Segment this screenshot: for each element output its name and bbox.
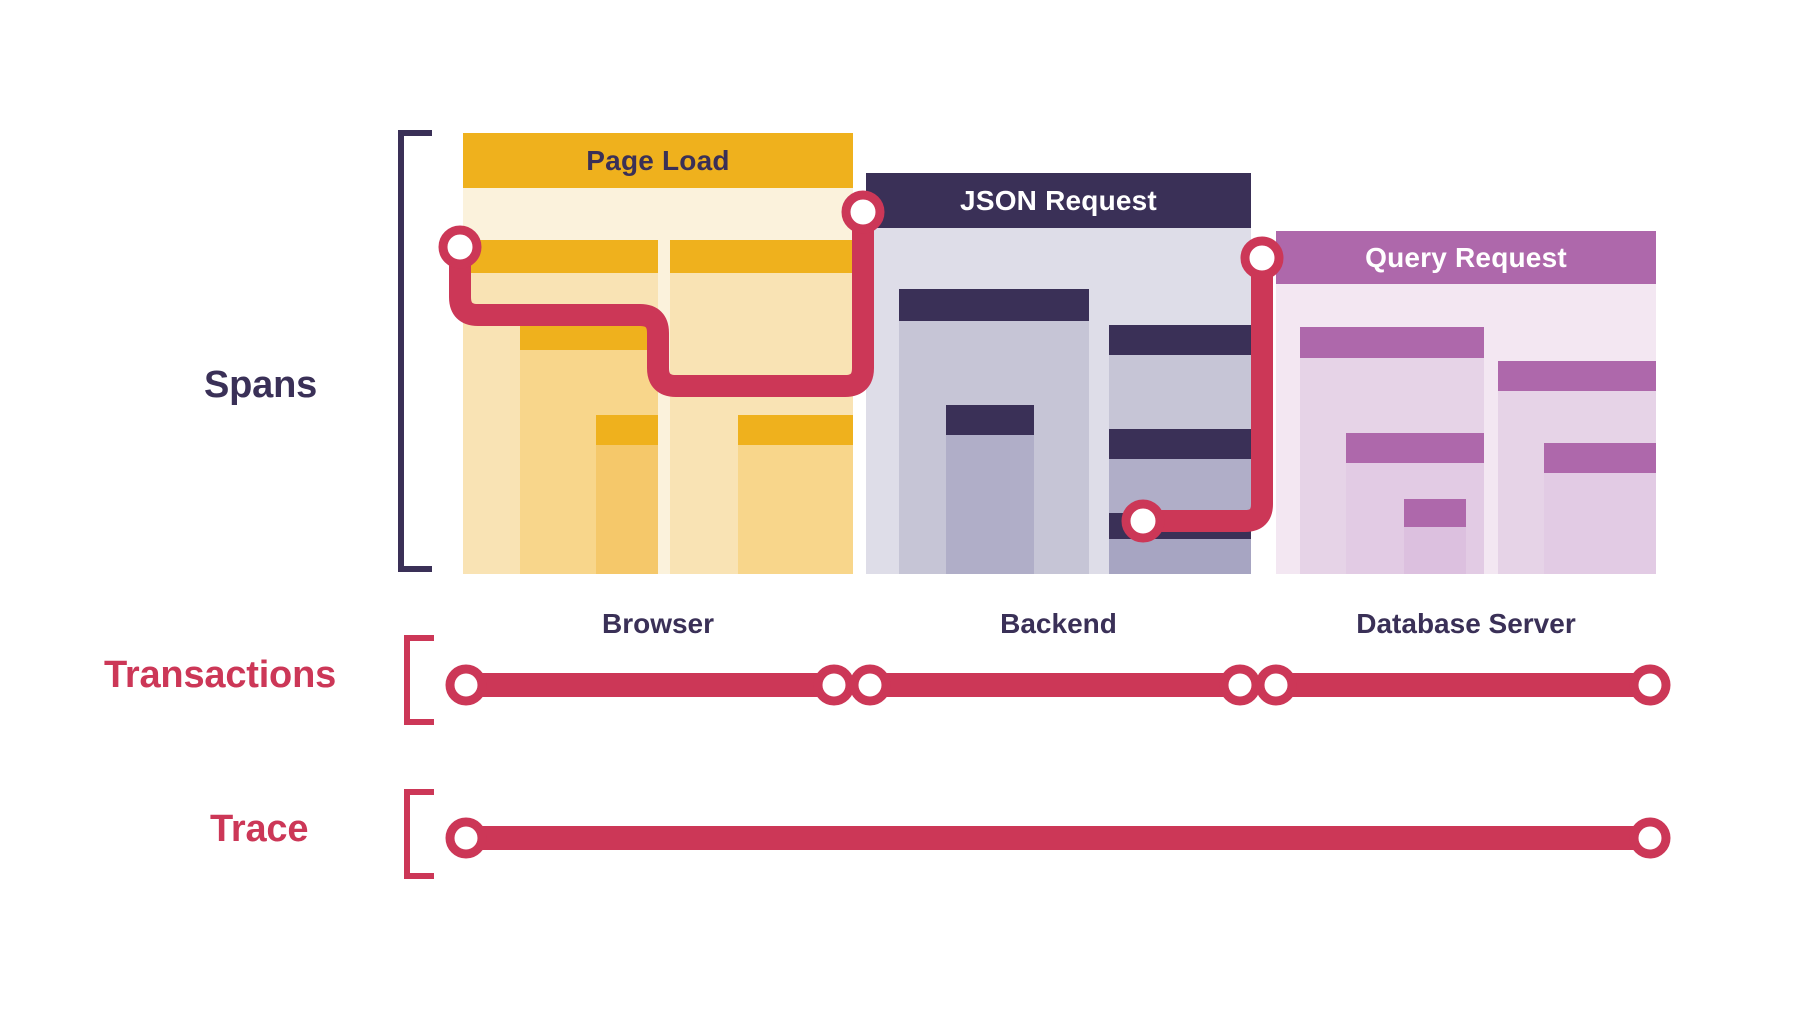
span-cap xyxy=(1498,361,1656,391)
span-cap xyxy=(1109,429,1251,459)
service-browser-header-label: Page Load xyxy=(586,145,730,176)
span-cap xyxy=(596,415,658,445)
span-backend-grandchild-a xyxy=(946,405,1034,574)
service-caption-database: Database Server xyxy=(1356,608,1576,639)
span-cap xyxy=(738,415,853,445)
span-browser-leaf xyxy=(596,415,658,574)
span-cap xyxy=(670,240,853,273)
service-backend-header: JSON Request xyxy=(866,173,1251,228)
row-label-trace: Trace xyxy=(210,808,309,850)
bracket-spans xyxy=(398,130,432,572)
service-caption-backend: Backend xyxy=(1000,608,1117,639)
transaction-endpoint-browser-end xyxy=(813,664,855,706)
service-database-header: Query Request xyxy=(1276,231,1656,284)
span-cap xyxy=(899,289,1089,321)
service-backend: JSON Request xyxy=(866,173,1251,574)
span-database-leaf xyxy=(1404,499,1466,574)
service-database-header-label: Query Request xyxy=(1365,242,1567,273)
span-backend-leaf xyxy=(1109,513,1251,574)
span-cap xyxy=(946,405,1034,435)
span-cap xyxy=(1544,443,1656,473)
transaction-endpoint-backend-end xyxy=(1219,664,1261,706)
span-cap xyxy=(1109,513,1251,539)
trace-endpoint-end xyxy=(1629,817,1671,859)
row-label-transactions: Transactions xyxy=(104,654,337,696)
row-label-spans: Spans xyxy=(204,364,318,406)
span-cap xyxy=(1109,325,1251,355)
transaction-endpoint-database-end xyxy=(1629,664,1671,706)
bracket-transactions xyxy=(404,635,434,725)
trace-endpoint-start xyxy=(445,817,487,859)
span-cap xyxy=(520,318,658,350)
service-browser: Page Load xyxy=(463,133,853,574)
transaction-endpoint-database-start xyxy=(1255,664,1297,706)
span-cap xyxy=(1404,499,1466,527)
span-database-grandchild-b xyxy=(1544,443,1656,574)
span-browser-grandchild-b xyxy=(738,415,853,574)
service-backend-header-label: JSON Request xyxy=(960,185,1157,216)
transaction-endpoint-backend-start xyxy=(849,664,891,706)
span-cap xyxy=(1300,327,1484,358)
span-cap xyxy=(1346,433,1484,463)
service-browser-header: Page Load xyxy=(463,133,853,188)
bracket-trace xyxy=(404,789,434,879)
service-caption-browser: Browser xyxy=(601,608,715,639)
service-database: Query Request xyxy=(1276,231,1656,574)
span-cap xyxy=(463,240,658,273)
transaction-endpoint-browser-start xyxy=(445,664,487,706)
